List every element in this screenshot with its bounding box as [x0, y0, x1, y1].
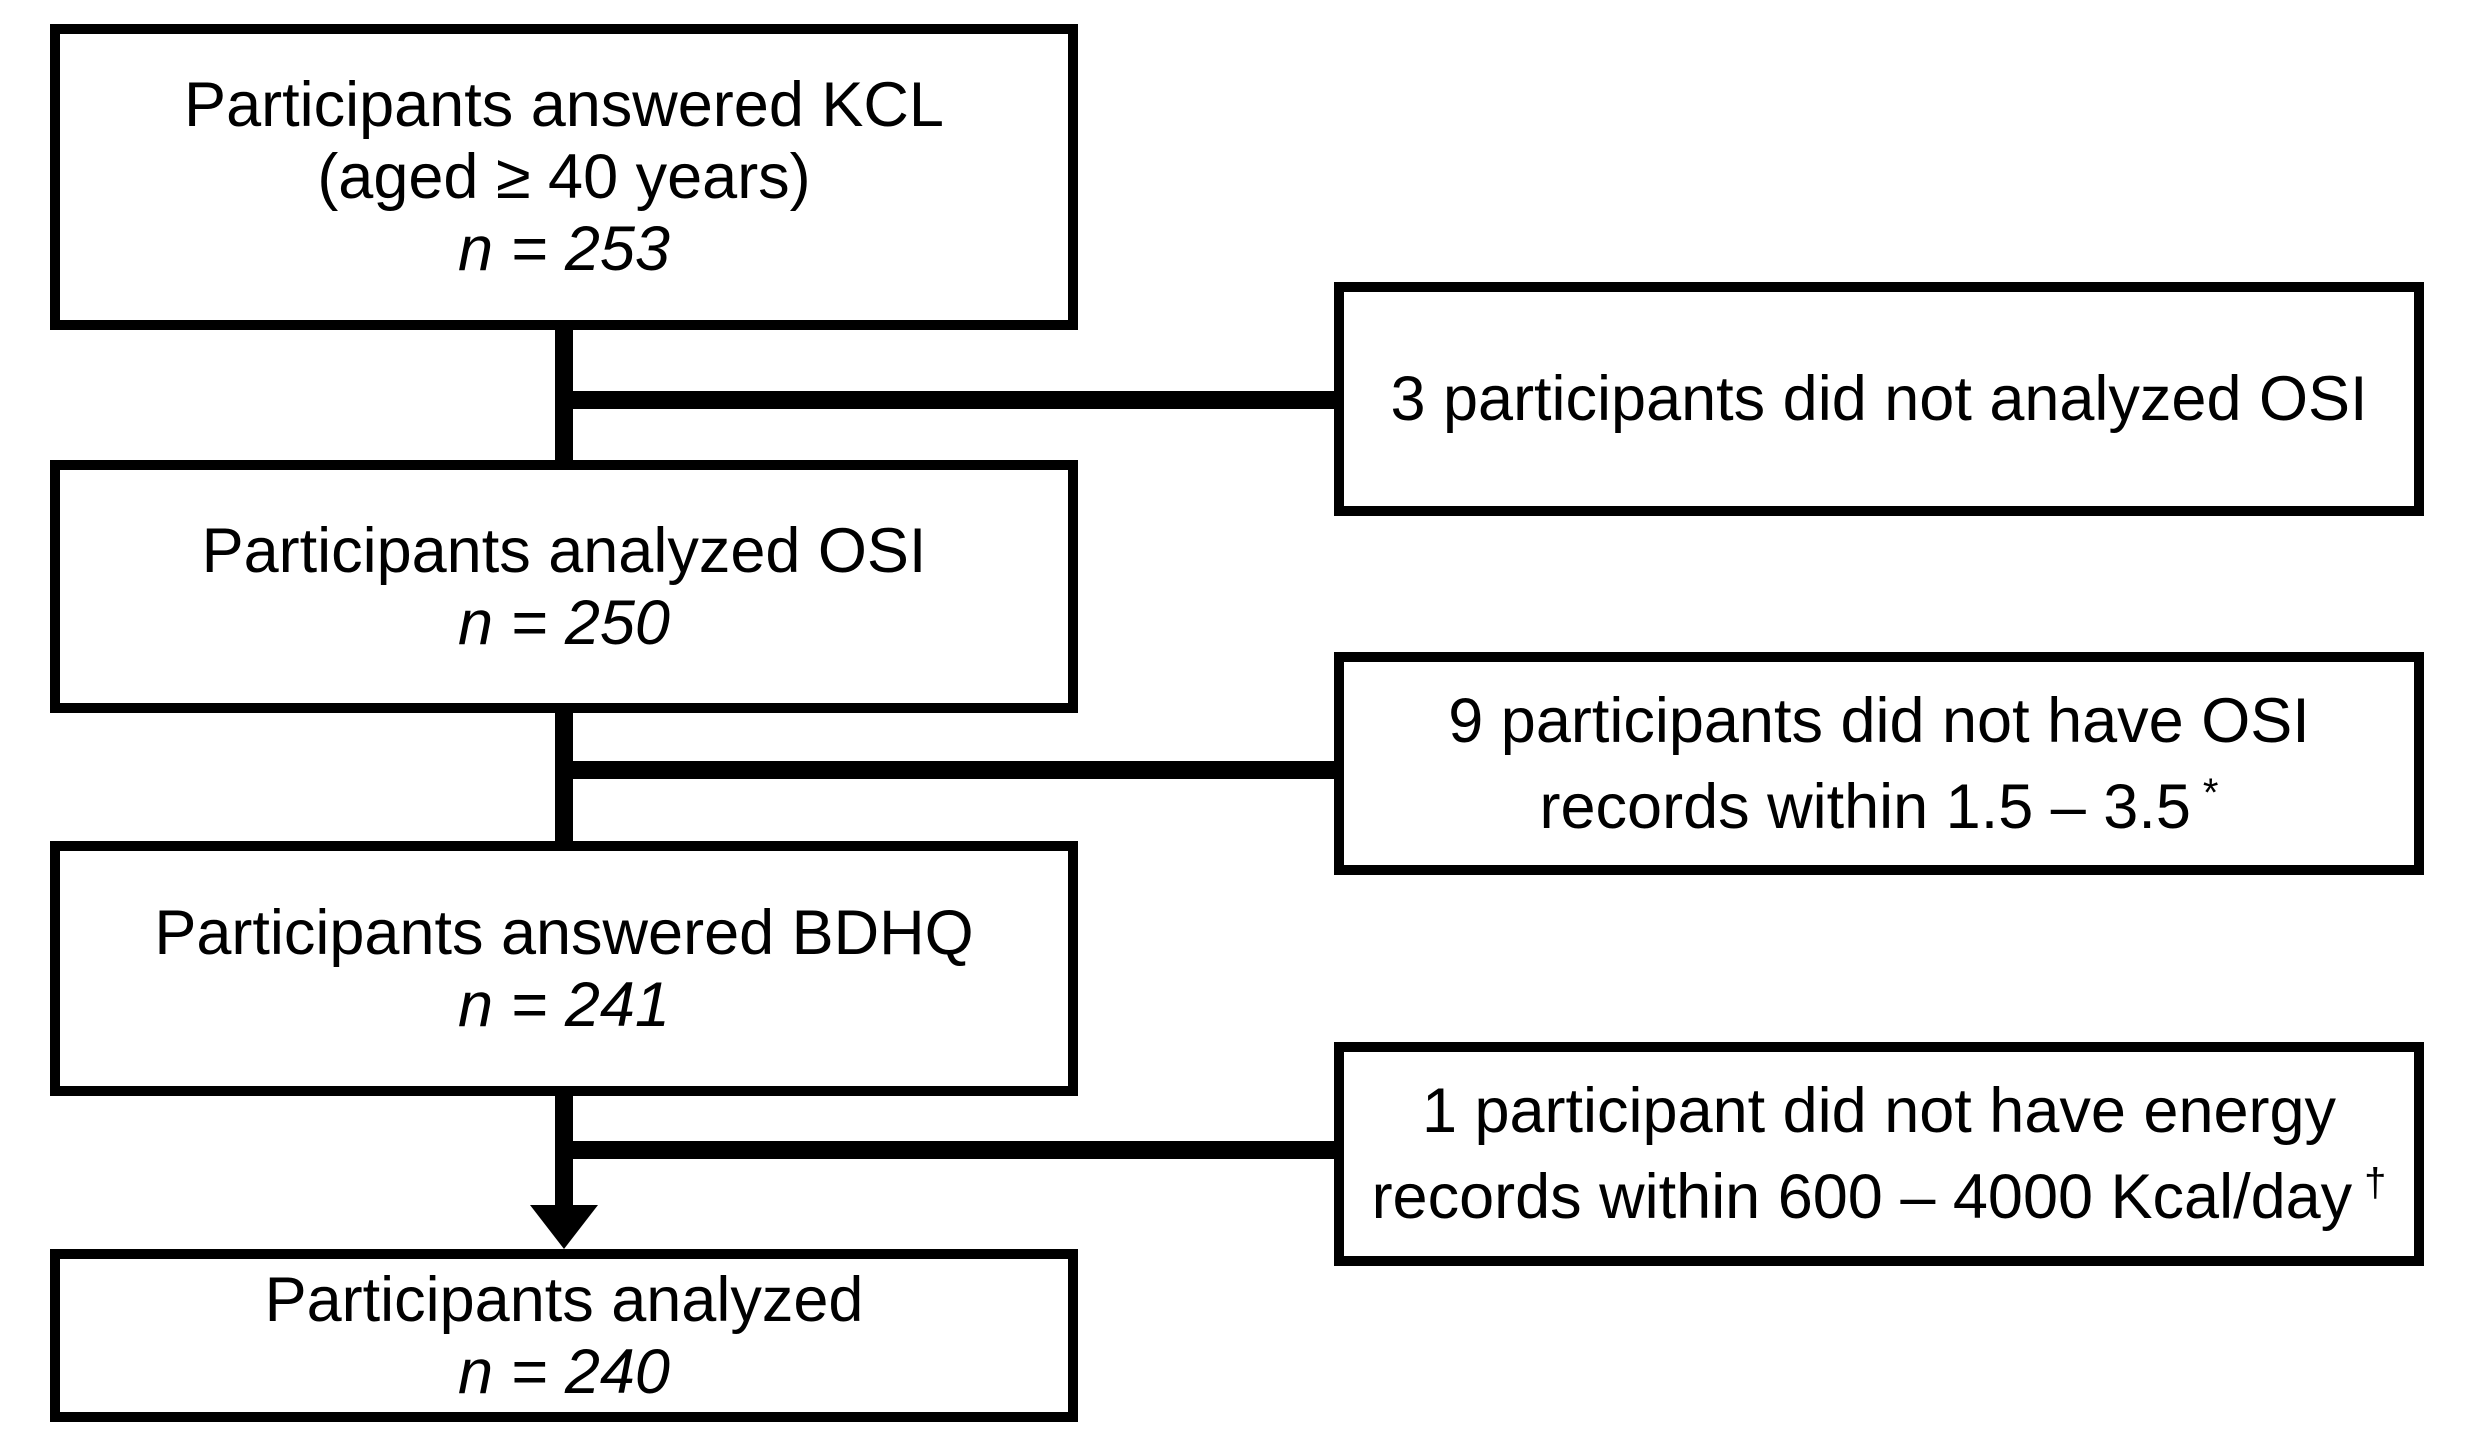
exclusion-2-line2: records within 1.5 – 3.5* [1540, 757, 2219, 843]
arrow-down-icon [530, 1205, 598, 1249]
box-exclusion-energy-out-of-range: 1 participant did not have energy record… [1334, 1042, 2424, 1266]
dagger-footnote-marker: † [2364, 1161, 2387, 1205]
box-analyzed-line1: Participants analyzed [264, 1264, 864, 1335]
exclusion-1-line1: 3 participants did not analyzed OSI [1390, 364, 2368, 434]
exclusion-2-line1: 9 participants did not have OSI [1448, 685, 2310, 756]
box-osi-line1: Participants analyzed OSI [201, 515, 927, 586]
exclusion-2-line2-text: records within 1.5 – 3.5 [1539, 771, 2191, 842]
box-exclusion-not-analyzed-osi: 3 participants did not analyzed OSI [1334, 282, 2424, 516]
box-participants-analyzed-final: Participants analyzed n = 240 [50, 1249, 1078, 1422]
connector-horizontal-to-exclusion-1 [555, 391, 1334, 409]
box-osi-n-count: n = 250 [458, 587, 670, 658]
box-bdhq-line1: Participants answered BDHQ [154, 897, 974, 968]
exclusion-3-line2: records within 600 – 4000 Kcal/day† [1372, 1147, 2387, 1233]
connector-horizontal-to-exclusion-3 [555, 1141, 1334, 1159]
connector-horizontal-to-exclusion-2 [555, 761, 1334, 779]
box-exclusion-osi-out-of-range: 9 participants did not have OSI records … [1334, 652, 2424, 875]
asterisk-footnote-marker: * [2202, 770, 2219, 815]
box-kcl-line1: Participants answered KCL [184, 70, 944, 140]
exclusion-3-line1: 1 participant did not have energy [1421, 1076, 2337, 1146]
box-analyzed-n-count: n = 240 [458, 1336, 670, 1407]
box-participants-answered-kcl: Participants answered KCL (aged ≥ 40 yea… [50, 24, 1078, 330]
box-participants-answered-bdhq: Participants answered BDHQ n = 241 [50, 841, 1078, 1096]
box-participants-analyzed-osi: Participants analyzed OSI n = 250 [50, 460, 1078, 713]
box-kcl-n-count: n = 253 [458, 214, 670, 284]
box-bdhq-n-count: n = 241 [458, 969, 670, 1040]
box-kcl-line2: (aged ≥ 40 years) [317, 142, 811, 212]
exclusion-3-line2-text: records within 600 – 4000 Kcal/day [1371, 1162, 2353, 1232]
